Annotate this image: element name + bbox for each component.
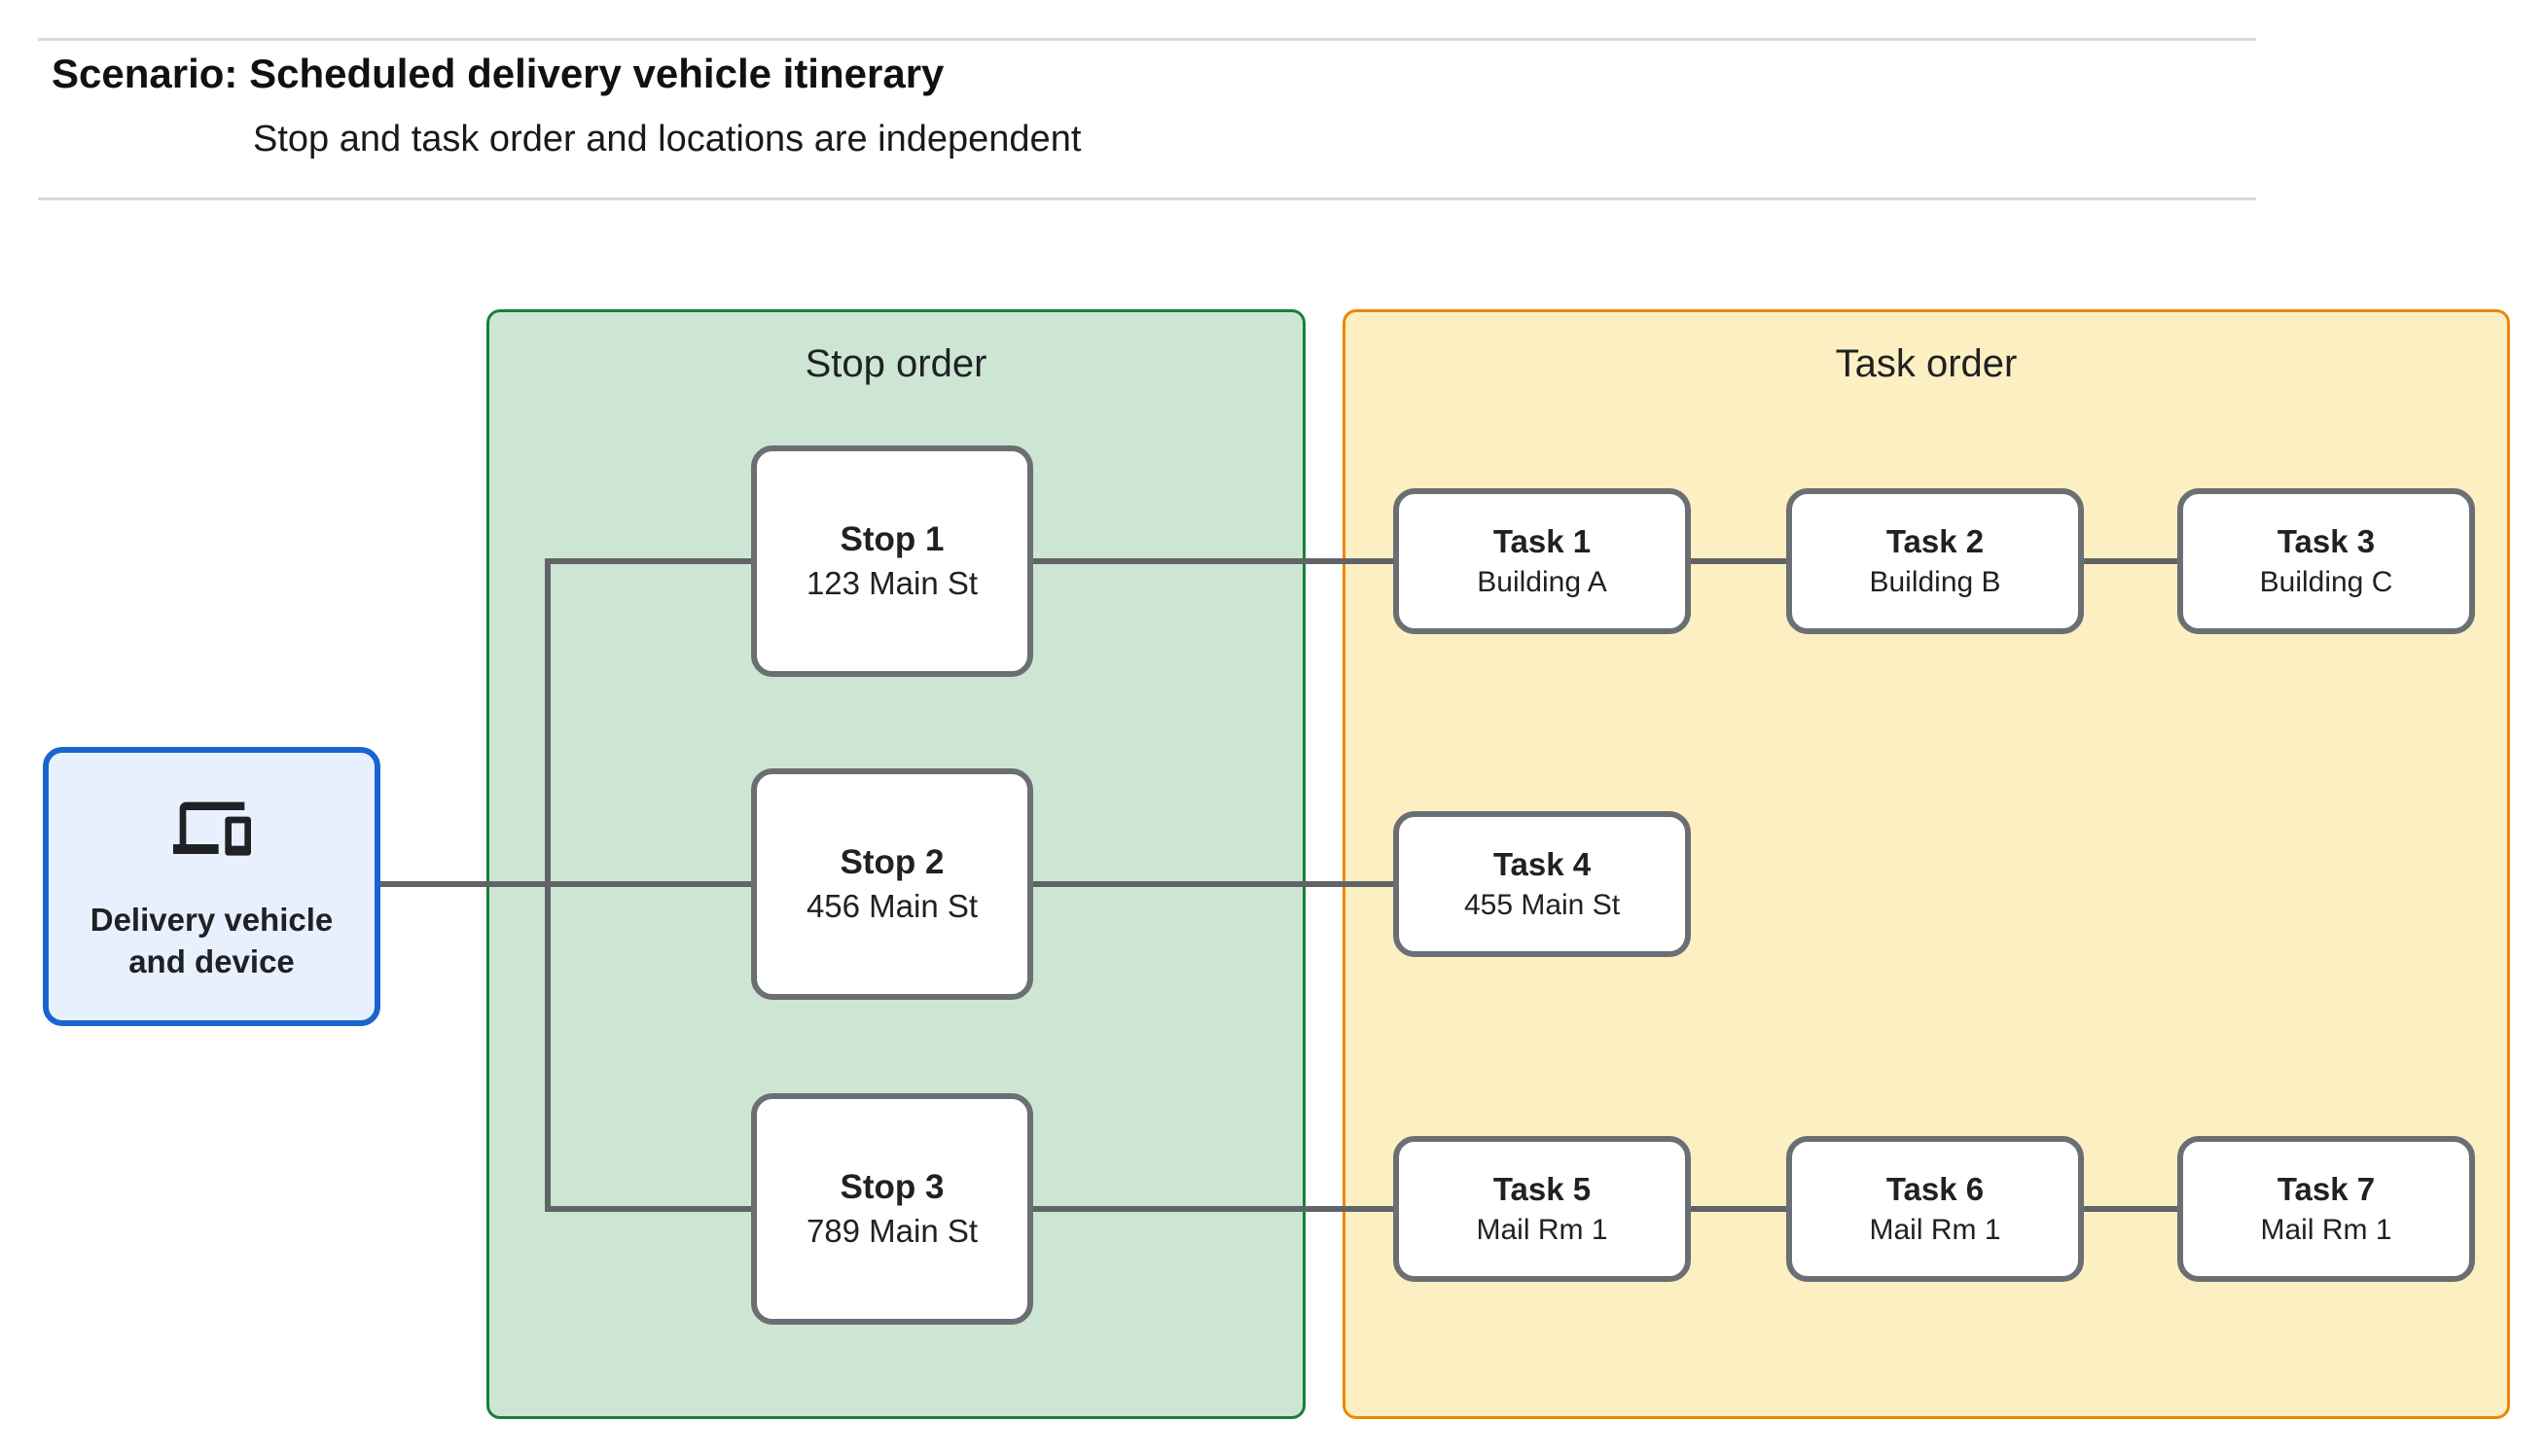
page-subtitle: Stop and task order and locations are in… (253, 119, 1082, 160)
connector-task1-task2 (1691, 558, 1786, 564)
stop-1-title: Stop 1 (840, 520, 945, 559)
task-1-location: Building A (1477, 565, 1607, 598)
connector-trunk-vertical (545, 558, 551, 1212)
task-3-title: Task 3 (2277, 523, 2376, 560)
stop-2-node: Stop 2 456 Main St (751, 768, 1033, 1000)
page-title: Scenario: Scheduled delivery vehicle iti… (52, 51, 945, 96)
task-6-title: Task 6 (1885, 1171, 1985, 1208)
stop-1-address: 123 Main St (806, 565, 979, 602)
task-2-title: Task 2 (1885, 523, 1985, 560)
task-5-location: Mail Rm 1 (1476, 1213, 1608, 1246)
connector-stop1-task1 (1033, 558, 1393, 564)
vehicle-label: Delivery vehicle and device (90, 900, 334, 983)
connector-stop3-task5 (1033, 1206, 1393, 1212)
delivery-vehicle-node: Delivery vehicle and device (43, 747, 380, 1026)
task-5-title: Task 5 (1492, 1171, 1592, 1208)
vehicle-label-line1: Delivery vehicle (90, 902, 334, 939)
task-2-node: Task 2 Building B (1786, 488, 2084, 634)
task-5-node: Task 5 Mail Rm 1 (1393, 1136, 1691, 1282)
connector-task6-task7 (2084, 1206, 2177, 1212)
task-7-node: Task 7 Mail Rm 1 (2177, 1136, 2475, 1282)
stop-order-panel-title: Stop order (805, 342, 987, 385)
connector-vehicle-to-stop2 (380, 881, 751, 887)
stop-2-address: 456 Main St (806, 888, 979, 925)
header-bottom-rule (38, 197, 2256, 200)
top-rule (38, 38, 2256, 41)
devices-icon (172, 801, 251, 856)
connector-task5-task6 (1691, 1206, 1786, 1212)
connector-stop2-task4 (1033, 881, 1393, 887)
vehicle-label-line2: and device (128, 943, 295, 980)
connector-task2-task3 (2084, 558, 2177, 564)
task-3-location: Building C (2259, 565, 2393, 598)
stop-3-address: 789 Main St (806, 1213, 979, 1250)
connector-branch-stop3 (545, 1206, 751, 1212)
stop-3-title: Stop 3 (840, 1168, 945, 1207)
task-7-title: Task 7 (2277, 1171, 2376, 1208)
task-order-panel-title: Task order (1835, 342, 2018, 385)
task-4-node: Task 4 455 Main St (1393, 811, 1691, 957)
stop-2-title: Stop 2 (840, 843, 945, 882)
task-3-node: Task 3 Building C (2177, 488, 2475, 634)
task-4-title: Task 4 (1492, 846, 1592, 883)
task-1-title: Task 1 (1492, 523, 1592, 560)
task-1-node: Task 1 Building A (1393, 488, 1691, 634)
task-7-location: Mail Rm 1 (2260, 1213, 2392, 1246)
task-4-location: 455 Main St (1463, 888, 1621, 921)
stop-3-node: Stop 3 789 Main St (751, 1093, 1033, 1325)
connector-branch-stop1 (545, 558, 751, 564)
task-2-location: Building B (1869, 565, 2001, 598)
task-6-node: Task 6 Mail Rm 1 (1786, 1136, 2084, 1282)
stop-1-node: Stop 1 123 Main St (751, 445, 1033, 677)
task-6-location: Mail Rm 1 (1869, 1213, 2001, 1246)
